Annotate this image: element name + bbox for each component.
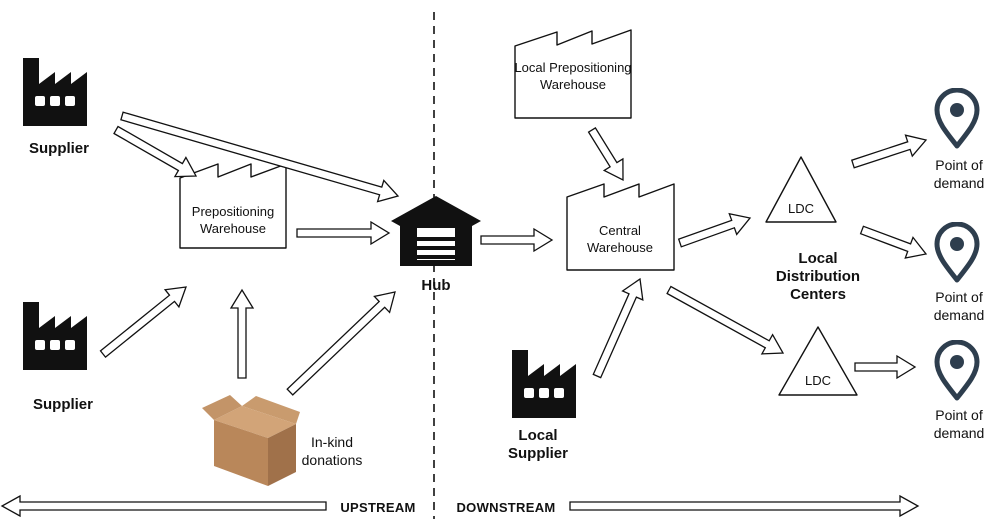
- point-of-demand-3-label: Point of demand: [933, 407, 985, 441]
- local-prepositioning-warehouse-icon: [514, 29, 632, 119]
- ldc-bottom-label: LDC: [804, 373, 831, 388]
- arrow-ldc-top-to-pod-2: [859, 225, 928, 259]
- arrow-local-supplier-to-central: [592, 277, 644, 379]
- ldc-bottom-triangle-icon: [778, 326, 858, 396]
- arrow-supplier-bottom-to-prepositioning: [99, 286, 187, 359]
- arrow-donations-to-prepositioning: [229, 288, 255, 379]
- arrow-prepositioning-to-hub: [296, 220, 391, 246]
- arrow-hub-to-central: [480, 227, 554, 253]
- arrow-central-to-ldc-top: [677, 212, 752, 248]
- arrow-ldc-top-to-pod-1: [850, 134, 928, 169]
- arrow-ldc-bottom-to-pod-3: [854, 354, 917, 380]
- hub-icon: [391, 196, 481, 266]
- arrow-upstream: [0, 494, 327, 518]
- arrow-supplier-top-to-prepositioning: [113, 125, 198, 178]
- arrow-local-prepositioning-to-central: [587, 127, 624, 182]
- point-of-demand-1-label: Point of demand: [933, 157, 985, 191]
- local-prepositioning-warehouse-label: Local Prepositioning Warehouse: [514, 60, 632, 92]
- local-supplier-factory-icon: [512, 350, 576, 418]
- supplier-bottom-factory-icon: [23, 302, 87, 370]
- upstream-label: UPSTREAM: [340, 500, 416, 515]
- ldc-top-label: LDC: [787, 201, 814, 216]
- point-of-demand-1-pin-icon: [937, 90, 977, 146]
- arrow-central-to-ldc-bottom: [666, 285, 785, 355]
- flow-arrows: [0, 111, 928, 518]
- in-kind-donations-label: In-kind donations: [301, 434, 363, 468]
- point-of-demand-2-pin-icon: [937, 224, 977, 280]
- local-supplier-label: Local Supplier: [507, 427, 568, 462]
- prepositioning-warehouse-label: Prepositioning Warehouse: [191, 204, 275, 236]
- cardboard-box-icon: [202, 395, 300, 486]
- point-of-demand-3-pin-icon: [937, 342, 977, 398]
- ldc-top-triangle-icon: [765, 156, 837, 223]
- arrow-downstream: [569, 494, 920, 518]
- local-distribution-centers-label: Local Distribution Centers: [775, 250, 861, 303]
- downstream-label: DOWNSTREAM: [456, 500, 556, 515]
- arrow-supplier-top-to-hub: [120, 111, 400, 203]
- central-warehouse-label: Central Warehouse: [587, 223, 653, 255]
- hub-label: Hub: [421, 277, 451, 294]
- supplier-top-factory-icon: [23, 58, 87, 126]
- supplier-top-label: Supplier: [28, 140, 89, 157]
- arrow-donations-to-hub: [286, 291, 396, 396]
- supplier-bottom-label: Supplier: [32, 396, 93, 413]
- central-warehouse-icon: [566, 183, 675, 271]
- point-of-demand-2-label: Point of demand: [933, 289, 985, 323]
